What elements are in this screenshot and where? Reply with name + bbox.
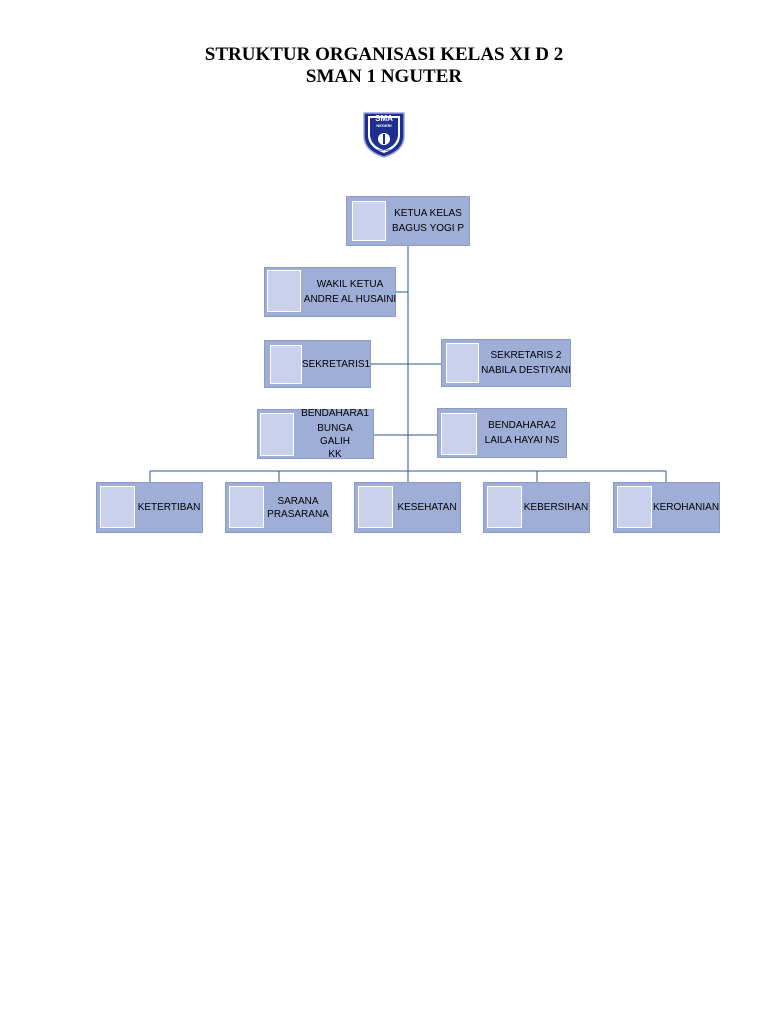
page-subtitle: SMAN 1 NGUTER: [305, 66, 463, 87]
seksi-sarana-role: SARANA PRASARANA: [267, 495, 329, 520]
seksi-ketertiban-photo-placeholder: [100, 486, 135, 528]
sekretaris2-text: SEKRETARIS 2 NABILA DESTIYANI: [480, 339, 572, 387]
ketua-photo-placeholder: [352, 201, 386, 241]
wakil-text: WAKIL KETUA ANDRE AL HUSAINI: [302, 267, 398, 317]
bendahara2-role: BENDAHARA2: [488, 420, 556, 431]
sekretaris2-role: SEKRETARIS 2: [490, 350, 562, 361]
seksi-kesehatan-text: KESEHATAN: [394, 482, 460, 533]
sekretaris1-text: SEKRETARIS1: [302, 340, 370, 388]
seksi-sarana-photo-placeholder: [229, 486, 264, 528]
seksi-kebersihan-photo-placeholder: [487, 486, 522, 528]
bendahara2-photo-placeholder: [441, 413, 477, 455]
school-shield-logo-icon: [363, 112, 405, 158]
seksi-kerohanian-text: KEROHANIAN: [652, 482, 720, 533]
bendahara2-name: LAILA HAYAI NS: [484, 435, 560, 446]
bendahara1-name: BUNGA GALIH KK: [317, 423, 353, 460]
ketua-name: BAGUS YOGI P: [391, 223, 465, 234]
seksi-kerohanian-photo-placeholder: [617, 486, 652, 528]
seksi-kebersihan-role: KEBERSIHAN: [523, 502, 589, 513]
wakil-role: WAKIL KETUA: [316, 279, 384, 290]
sekretaris1-role: SEKRETARIS1: [301, 358, 371, 370]
seksi-kesehatan-role: KESEHATAN: [397, 502, 457, 513]
seksi-ketertiban-text: KETERTIBAN: [136, 482, 202, 533]
ketua-role: KETUA KELAS: [394, 208, 462, 219]
ketua-text: KETUA KELAS BAGUS YOGI P: [388, 196, 468, 246]
bendahara1-role: BENDAHARA1: [301, 408, 369, 419]
seksi-ketertiban-role: KETERTIBAN: [137, 502, 201, 513]
logo-text-nguter: NGUTER: [377, 148, 391, 152]
seksi-kebersihan-text: KEBERSIHAN: [522, 482, 590, 533]
sekretaris2-photo-placeholder: [446, 343, 479, 383]
wakil-photo-placeholder: [267, 270, 301, 312]
seksi-sarana-text: SARANA PRASARANA: [264, 482, 332, 533]
logo-text-negeri: NEGERI: [376, 123, 392, 128]
wakil-name: ANDRE AL HUSAINI: [303, 294, 397, 305]
sekretaris2-name: NABILA DESTIYANI: [481, 365, 571, 376]
bendahara1-photo-placeholder: [260, 413, 294, 456]
seksi-kesehatan-photo-placeholder: [358, 486, 393, 528]
bendahara2-text: BENDAHARA2 LAILA HAYAI NS: [478, 408, 566, 458]
page-title: STRUKTUR ORGANISASI KELAS XI D 2: [204, 44, 564, 65]
logo-text: SMA NEGERI: [360, 114, 408, 128]
sekretaris1-photo-placeholder: [270, 345, 302, 384]
bendahara1-text: BENDAHARA1 BUNGA GALIH KK: [296, 408, 374, 460]
logo-text-sma: SMA: [375, 114, 393, 123]
seksi-kerohanian-role: KEROHANIAN: [652, 502, 720, 513]
